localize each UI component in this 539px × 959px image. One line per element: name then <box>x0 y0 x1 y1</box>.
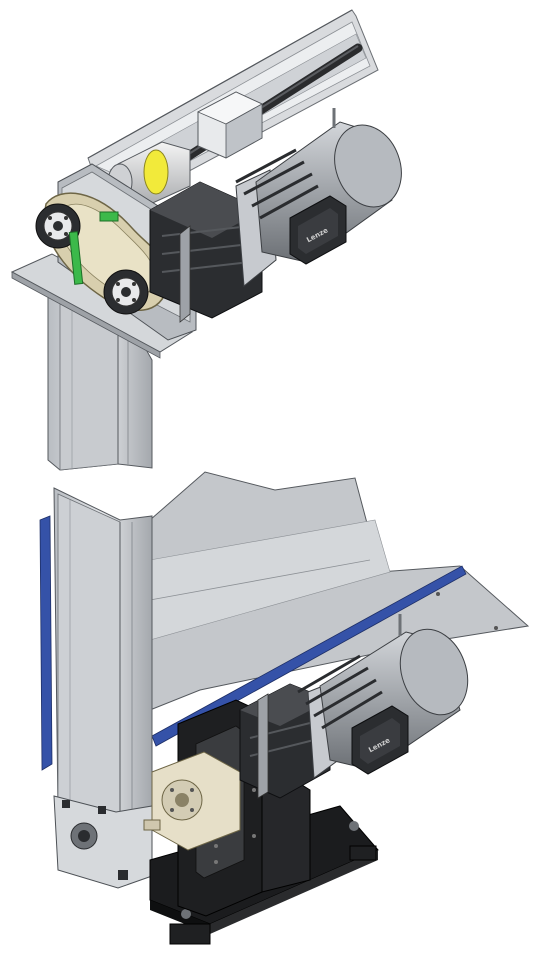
blue-edge-strip <box>39 515 467 771</box>
column-foot-block <box>53 795 153 889</box>
leveling-feet <box>169 845 377 945</box>
mounting-plate <box>10 253 193 359</box>
upper-assembly: Lenze <box>10 9 402 471</box>
pulley-upper <box>35 203 81 249</box>
lower-assembly: Lenze <box>39 471 530 945</box>
terminal-box-upper: Lenze <box>289 195 347 265</box>
belt-tensioner <box>68 211 119 285</box>
coupling-yellow-ring <box>143 149 169 195</box>
terminal-box-lower: Lenze <box>351 705 409 775</box>
gearbox-upper <box>149 181 263 323</box>
carriage-block <box>197 91 263 159</box>
side-cover-plate <box>149 471 530 711</box>
timing-belt-drive <box>35 192 170 315</box>
coupling-housing <box>143 751 241 851</box>
vertical-column-lower <box>53 487 153 831</box>
pulley-lower <box>103 269 149 315</box>
